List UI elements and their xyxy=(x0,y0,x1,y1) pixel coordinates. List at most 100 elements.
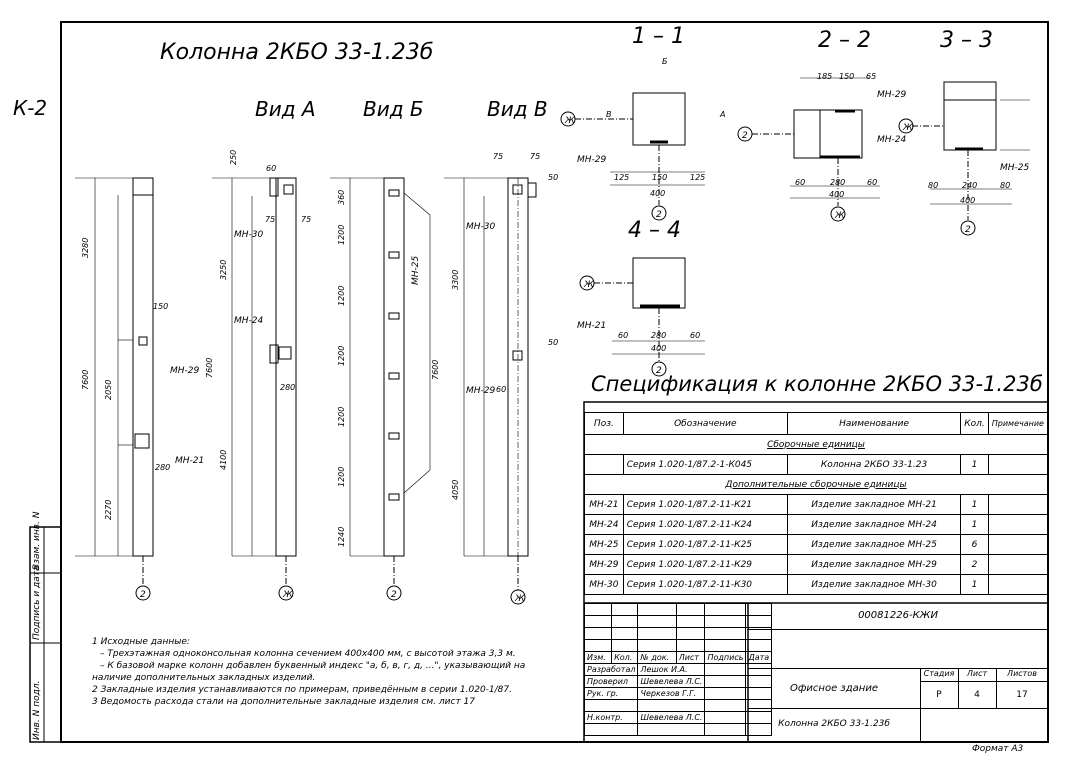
svg-text:1200: 1200 xyxy=(337,467,346,487)
spec-cell: 1 xyxy=(960,514,989,535)
stamp-sheet-info: Стадия Лист Листов Р 4 17 xyxy=(920,668,1048,709)
spec-cell: Изделие закладное МН-24 xyxy=(786,514,962,535)
stamp-header-cell: № док. xyxy=(637,651,677,664)
svg-text:4100: 4100 xyxy=(219,450,228,470)
svg-text:2: 2 xyxy=(965,225,971,235)
svg-text:2270: 2270 xyxy=(104,500,113,520)
spec-cell: Серия 1.020-1/87.2-1-К045 xyxy=(622,454,788,475)
spec-header-cell: Наименование xyxy=(786,412,962,435)
svg-text:Ж: Ж xyxy=(902,123,913,133)
spec-header-cell: Поз. xyxy=(584,412,624,435)
svg-text:125: 125 xyxy=(690,173,705,182)
table-row: МН-30 Серия 1.020-1/87.2-11-К30 Изделие … xyxy=(584,574,1049,595)
svg-text:75: 75 xyxy=(530,152,540,161)
stamp-header-row: Изм. Кол. № док. Лист Подпись Дата xyxy=(583,651,773,664)
svg-text:400: 400 xyxy=(960,196,975,205)
svg-text:1240: 1240 xyxy=(337,527,346,547)
section-4-label: 4 – 4 xyxy=(628,218,681,243)
side-label-replace: Взам. инв. N xyxy=(32,511,42,570)
drawing-title: Колонна 2КБО 33-1.23б xyxy=(160,40,434,65)
svg-text:150: 150 xyxy=(839,72,854,81)
spec-group-title: Дополнительные сборочные единицы xyxy=(584,474,1048,495)
mark-label: МН-24 xyxy=(234,316,264,326)
svg-text:2: 2 xyxy=(391,590,397,600)
svg-text:185: 185 xyxy=(817,72,832,81)
view-v-label: Вид В xyxy=(487,97,548,121)
stamp-role: Проверил xyxy=(583,675,639,688)
stamp-sheets-label: Листов xyxy=(996,669,1048,682)
svg-text:400: 400 xyxy=(650,189,665,198)
spec-cell: Серия 1.020-1/87.2-11-К29 xyxy=(622,554,788,575)
svg-text:50: 50 xyxy=(548,338,558,347)
mark-label: МН-29 xyxy=(466,386,496,396)
svg-text:60: 60 xyxy=(690,331,700,340)
spec-cell: Серия 1.020-1/87.2-11-К24 xyxy=(622,514,788,535)
svg-text:А: А xyxy=(719,110,725,119)
table-row: МН-25 Серия 1.020-1/87.2-11-К25 Изделие … xyxy=(584,534,1049,555)
view-b-label: Вид Б xyxy=(363,97,424,121)
svg-text:150: 150 xyxy=(153,302,168,311)
stamp-doc-code: 00081226-КЖИ xyxy=(748,603,1048,630)
svg-text:240: 240 xyxy=(962,181,977,190)
spec-title: Спецификация к колонне 2КБО 33-1.23б xyxy=(591,372,1043,396)
mark-label: МН-29 xyxy=(170,366,200,376)
section-1-label: 1 – 1 xyxy=(632,24,685,49)
section-2-label: 2 – 2 xyxy=(818,28,871,53)
mark-label: МН-30 xyxy=(234,230,264,240)
svg-text:В: В xyxy=(606,110,612,119)
mark-label: МН-30 xyxy=(466,222,496,232)
spec-cell xyxy=(987,534,1049,555)
svg-text:400: 400 xyxy=(651,344,666,353)
svg-text:280: 280 xyxy=(651,331,666,340)
mark-label: МН-25 xyxy=(1000,163,1030,173)
svg-text:3300: 3300 xyxy=(451,270,460,290)
svg-text:1200: 1200 xyxy=(337,407,346,427)
svg-text:60: 60 xyxy=(266,164,276,173)
svg-text:7600: 7600 xyxy=(81,370,90,390)
stamp-left-table: Изм. Кол. № док. Лист Подпись Дата Разра… xyxy=(583,603,773,736)
svg-text:2: 2 xyxy=(140,590,146,600)
spec-cell: 1 xyxy=(960,494,989,515)
view-a-label: Вид А xyxy=(255,97,316,121)
svg-text:2050: 2050 xyxy=(104,380,113,400)
stamp-person: Шевелева Л.С. xyxy=(637,675,706,688)
spec-header-cell: Примечание xyxy=(987,412,1049,435)
spec-cell: Серия 1.020-1/87.2-11-К25 xyxy=(622,534,788,555)
stamp-header-cell: Лист xyxy=(675,651,706,664)
stamp-role: Разработал xyxy=(583,663,639,676)
spec-cell: 1 xyxy=(960,574,989,595)
table-row: МН-29 Серия 1.020-1/87.2-11-К29 Изделие … xyxy=(584,554,1049,575)
svg-text:1200: 1200 xyxy=(337,286,346,306)
spec-cell: 6 xyxy=(960,534,989,555)
mark-label: МН-29 xyxy=(577,155,607,165)
stamp-person: Лешок И.А. xyxy=(637,663,706,676)
spec-group-row: Сборочные единицы xyxy=(584,434,1048,455)
stamp-object-name: Офисное здание xyxy=(748,668,921,709)
spec-cell: 1 xyxy=(960,454,989,475)
note-line: наличие дополнительных закладных изделий… xyxy=(92,673,316,683)
spec-cell: 2 xyxy=(960,554,989,575)
stamp-person-row: Н.контр. Шевелева Л.С. xyxy=(583,711,773,724)
svg-text:60: 60 xyxy=(618,331,628,340)
table-row: МН-24 Серия 1.020-1/87.2-11-К24 Изделие … xyxy=(584,514,1049,535)
stamp-sheet-value: 4 xyxy=(958,682,997,709)
svg-text:360: 360 xyxy=(337,190,346,205)
svg-text:4050: 4050 xyxy=(451,480,460,500)
svg-text:50: 50 xyxy=(548,173,558,182)
spec-cell: Изделие закладное МН-21 xyxy=(786,494,962,515)
svg-text:2: 2 xyxy=(656,366,662,376)
svg-text:Ж: Ж xyxy=(564,116,575,126)
svg-text:80: 80 xyxy=(928,181,938,190)
stamp-person-row: Разработал Лешок И.А. xyxy=(583,663,773,676)
note-line: – Трехэтажная одноконсольная колонна сеч… xyxy=(100,649,516,659)
note-line: 1 Исходные данные: xyxy=(92,637,190,647)
svg-text:Ж: Ж xyxy=(834,211,845,221)
svg-text:280: 280 xyxy=(280,383,295,392)
spec-cell: Изделие закладное МН-30 xyxy=(786,574,962,595)
spec-cell xyxy=(987,494,1049,515)
format-label: Формат А3 xyxy=(972,744,1024,754)
stamp-header-cell: Дата xyxy=(745,651,773,664)
svg-text:3250: 3250 xyxy=(219,260,228,280)
table-row: МН-21 Серия 1.020-1/87.2-11-К21 Изделие … xyxy=(584,494,1049,515)
